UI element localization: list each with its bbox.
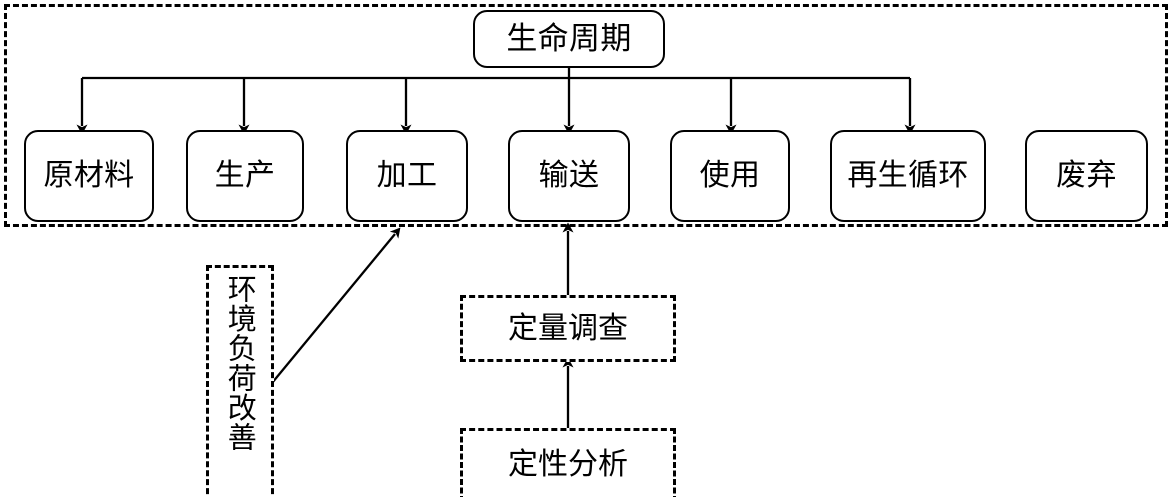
node-recycling[interactable]: 再生循环 — [830, 130, 986, 222]
node-processing-label: 加工 — [376, 158, 438, 193]
node-recycling-label: 再生循环 — [847, 158, 969, 193]
lifecycle-dashed-frame — [4, 4, 1168, 227]
node-use[interactable]: 使用 — [670, 130, 790, 222]
node-disposal[interactable]: 废弃 — [1025, 130, 1148, 222]
node-quantitative-survey-label: 定量调查 — [508, 310, 628, 346]
node-environmental-load-improvement-label: 环境负荷改善 — [223, 274, 258, 452]
node-production-label: 生产 — [214, 158, 276, 193]
node-environmental-load-improvement[interactable]: 环境负荷改善 — [206, 265, 274, 497]
node-quantitative-survey[interactable]: 定量调查 — [460, 295, 676, 362]
node-processing[interactable]: 加工 — [346, 130, 468, 222]
node-transport[interactable]: 输送 — [508, 130, 630, 222]
node-life-cycle-label: 生命周期 — [506, 20, 632, 57]
arrow-improvement-to-processing — [271, 227, 401, 384]
node-raw-material-label: 原材料 — [43, 158, 135, 193]
node-disposal-label: 废弃 — [1056, 158, 1117, 193]
node-life-cycle[interactable]: 生命周期 — [473, 10, 665, 68]
node-use-label: 使用 — [699, 158, 761, 193]
node-transport-label: 输送 — [538, 158, 600, 193]
node-qualitative-analysis[interactable]: 定性分析 — [460, 428, 676, 497]
node-qualitative-analysis-label: 定性分析 — [508, 447, 628, 482]
node-production[interactable]: 生产 — [186, 130, 304, 222]
node-raw-material[interactable]: 原材料 — [24, 130, 154, 222]
